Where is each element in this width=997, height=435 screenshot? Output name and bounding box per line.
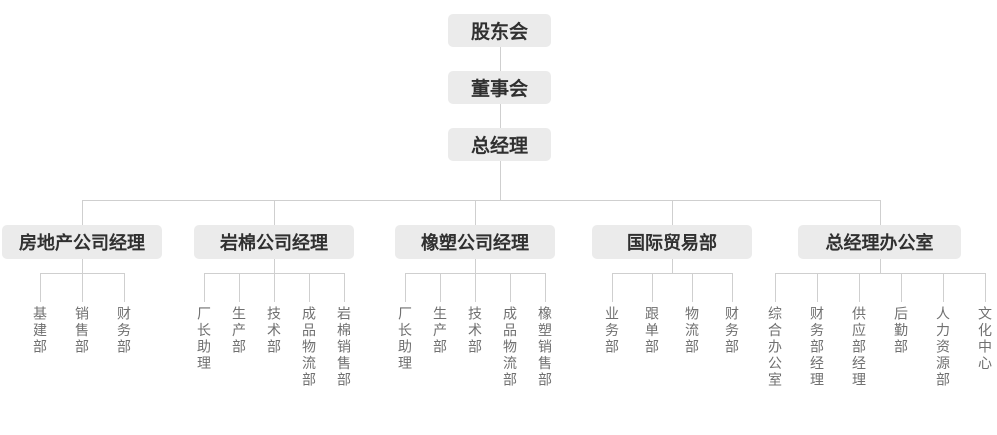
node-board-of-directors: 董事会 xyxy=(448,71,551,128)
connector-branch5-bar xyxy=(775,273,985,274)
leaf-culture-center: 文化中心 xyxy=(977,273,993,372)
node-rockwool-company-manager: 岩棉公司经理 xyxy=(194,200,354,273)
leaf-factory-director-assistant: 厂长助理 xyxy=(196,273,212,372)
connector-branch4-bar xyxy=(612,273,732,274)
node-general-manager: 总经理 xyxy=(448,128,551,200)
leaf-technology-dept: 技术部 xyxy=(467,273,483,356)
leaf-finance-dept: 财务部 xyxy=(724,273,740,356)
leaf-production-dept: 生产部 xyxy=(231,273,247,356)
node-gm-office: 总经理办公室 xyxy=(798,200,961,273)
node-realestate-company-manager: 房地产公司经理 xyxy=(2,200,162,273)
leaf-general-office: 综合办公室 xyxy=(767,273,783,389)
leaf-logistics-support-dept: 后勤部 xyxy=(893,273,909,356)
leaf-rubber-plastic-sales-dept: 橡塑销售部 xyxy=(537,273,553,389)
node-international-trade-dept: 国际贸易部 xyxy=(592,200,752,273)
leaf-technology-dept: 技术部 xyxy=(266,273,282,356)
leaf-finance-dept: 财务部 xyxy=(116,273,132,356)
connector-main-bar xyxy=(82,200,880,201)
leaf-factory-director-assistant: 厂长助理 xyxy=(397,273,413,372)
leaf-sales-dept: 销售部 xyxy=(74,273,90,356)
leaf-business-dept: 业务部 xyxy=(604,273,620,356)
leaf-finished-goods-logistics-dept: 成品物流部 xyxy=(301,273,317,389)
leaf-finished-goods-logistics-dept: 成品物流部 xyxy=(502,273,518,389)
leaf-production-dept: 生产部 xyxy=(432,273,448,356)
leaf-supply-dept-manager: 供应部经理 xyxy=(851,273,867,389)
node-shareholders-meeting: 股东会 xyxy=(448,14,551,71)
node-rubber-plastic-company-manager: 橡塑公司经理 xyxy=(395,200,555,273)
leaf-order-follow-up-dept: 跟单部 xyxy=(644,273,660,356)
leaf-finance-dept-manager: 财务部经理 xyxy=(809,273,825,389)
leaf-logistics-dept: 物流部 xyxy=(684,273,700,356)
leaf-rockwool-sales-dept: 岩棉销售部 xyxy=(336,273,352,389)
leaf-infrastructure-dept: 基建部 xyxy=(32,273,48,356)
leaf-human-resources-dept: 人力资源部 xyxy=(935,273,951,389)
